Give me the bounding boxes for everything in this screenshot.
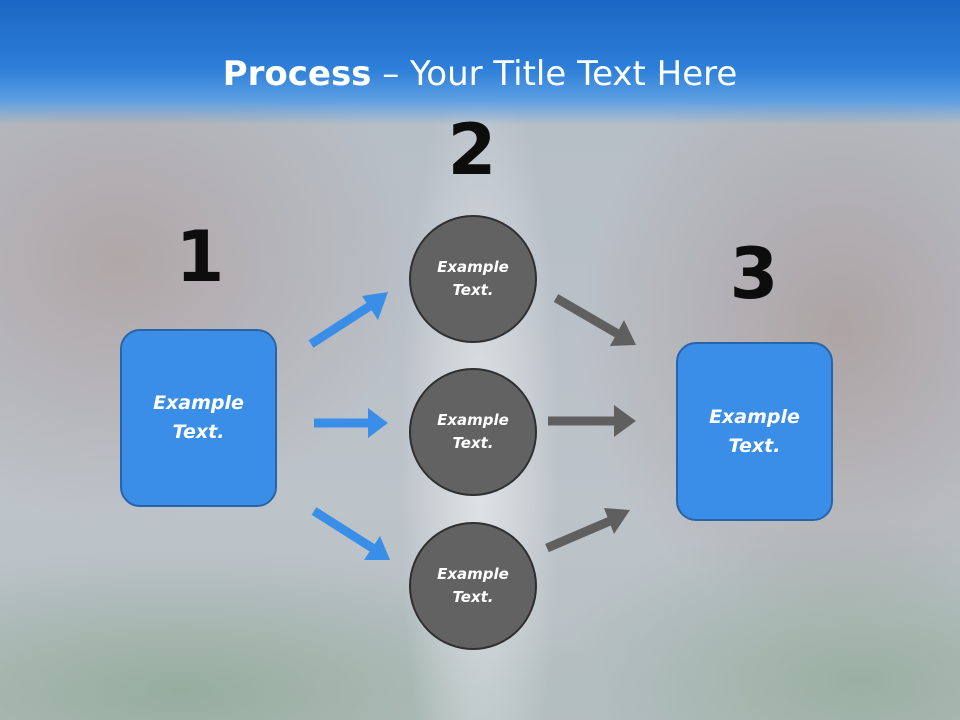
title-bold: Process (222, 54, 372, 94)
arrow-bottom-to-right (545, 508, 630, 553)
arrow-top-to-right (553, 294, 636, 346)
circle-bottom: Example Text. (409, 522, 537, 650)
arrow-middle-to-right (548, 405, 636, 437)
step-number-1: 1 (175, 216, 225, 298)
title-bar (0, 0, 960, 125)
left-box: Example Text. (120, 329, 277, 507)
right-box: Example Text. (676, 342, 833, 521)
title-rest: – Your Title Text Here (371, 54, 738, 94)
arrow-left-to-top (308, 292, 388, 348)
arrow-left-to-middle (314, 408, 388, 438)
step-number-3: 3 (729, 233, 779, 315)
arrow-left-to-bottom (311, 507, 390, 560)
slide-title: Process – Your Title Text Here (0, 52, 960, 96)
circle-top: Example Text. (409, 215, 537, 343)
step-number-2: 2 (447, 109, 497, 191)
circle-middle: Example Text. (409, 368, 537, 496)
